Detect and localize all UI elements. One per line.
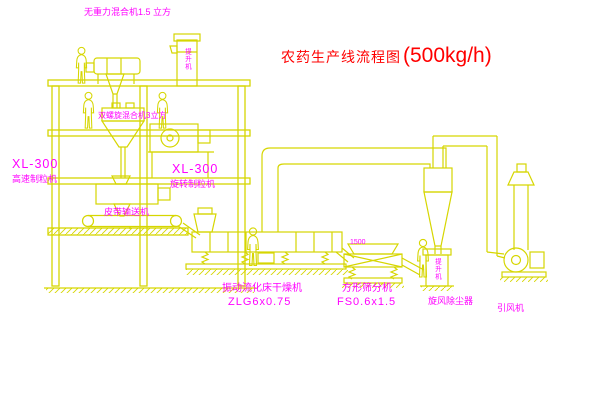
label-elevator-top: 提升机 [183, 48, 191, 71]
screw-cone-mixer [100, 102, 146, 178]
belt-conveyor [81, 214, 201, 239]
diagram-title: 农药生产线流程图 (500kg/h) [281, 44, 492, 68]
induced-draft-fan [500, 247, 548, 282]
label-sieve-name: 方形筛分机 [342, 283, 392, 294]
square-sieve [342, 243, 425, 288]
worker-figure [417, 238, 429, 278]
label-granulator-center-name: 旋转制粒机 [170, 179, 216, 189]
worker-figure [247, 227, 259, 267]
building-structure [44, 79, 256, 293]
label-elevator-right: 提升机 [433, 258, 441, 281]
worker-figure [75, 46, 88, 84]
bucket-elevator-top [169, 33, 201, 87]
label-granulator-center-model: XL-300 [172, 162, 219, 176]
label-belt-conveyor: 皮带输送机 [104, 207, 150, 217]
label-granulator-left-model: XL-300 [12, 157, 59, 171]
gravity-free-mixer [85, 57, 141, 108]
cyclone-outlet-duct [432, 135, 506, 259]
worker-figure [82, 91, 95, 129]
diagram-title-text: 农药生产线流程图 [281, 49, 401, 65]
label-sieve-model: FS0.6x1.5 [337, 296, 397, 308]
label-cyclone: 旋风除尘器 [428, 296, 474, 306]
label-mixer-top: 无重力混合机1.5 立方 [84, 7, 172, 17]
cyclone-separator [423, 167, 453, 254]
label-dryer-model: ZLG6x0.75 [228, 296, 292, 308]
label-dim-1500: 1500 [350, 239, 366, 246]
label-dryer-name: 振动流化床干燥机 [222, 283, 302, 294]
bucket-elevator-right [420, 248, 454, 291]
label-granulator-left-name: 高速制粒机 [12, 174, 58, 184]
diagram-capacity: (500kg/h) [403, 44, 492, 67]
rotary-granulator [148, 123, 214, 178]
exhaust-stack [507, 163, 535, 250]
worker-figures [75, 46, 429, 278]
fluid-bed-dryer [185, 207, 355, 275]
label-fan: 引风机 [497, 303, 525, 313]
label-mixer-mid: 双螺旋混合机3立方 [98, 111, 167, 120]
exhaust-duct [261, 147, 447, 232]
